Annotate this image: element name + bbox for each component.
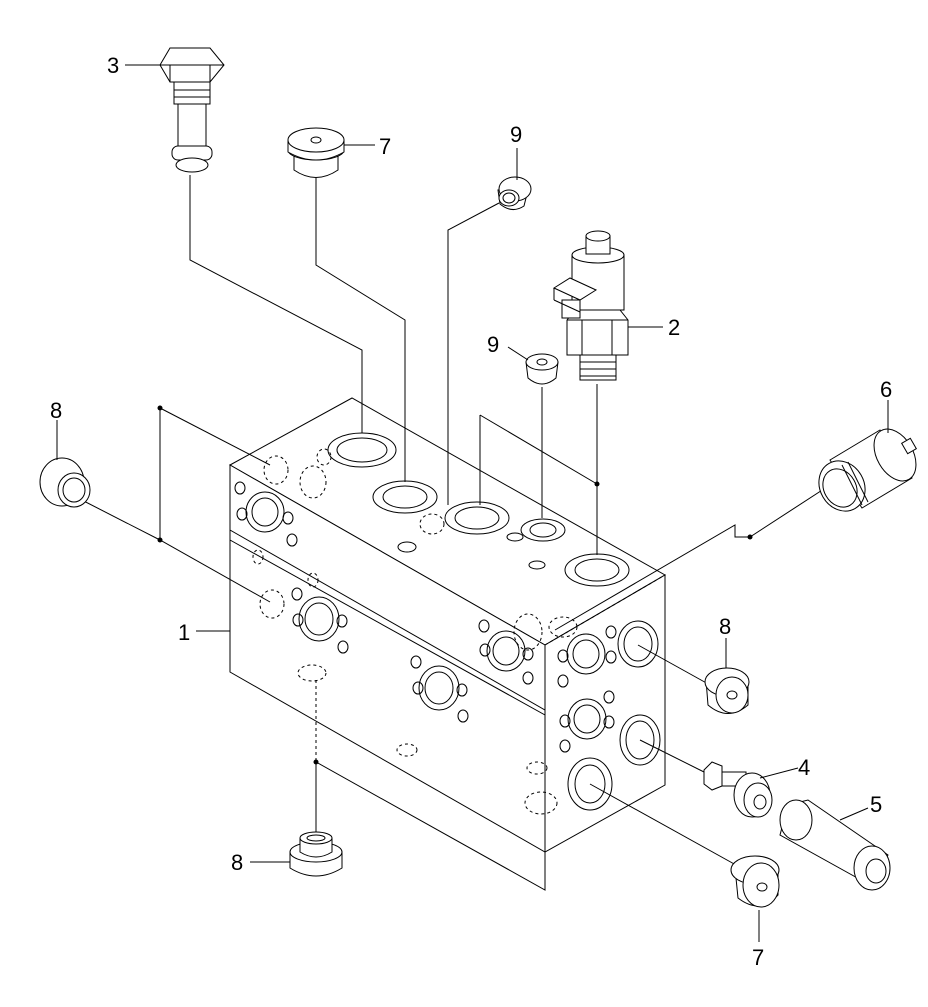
assembly-lines bbox=[71, 175, 831, 891]
callout-8-left: 8 bbox=[50, 398, 62, 423]
part-4-adjusting-screw bbox=[703, 761, 773, 818]
callout-3: 3 bbox=[107, 53, 119, 78]
callout-4: 4 bbox=[798, 755, 810, 780]
part-9-plug-mid bbox=[525, 353, 559, 385]
front-face-ports bbox=[252, 549, 558, 815]
part-3-relief-valve bbox=[159, 47, 225, 173]
part-8-plug-left bbox=[39, 457, 91, 508]
valve-block bbox=[228, 397, 667, 853]
part-6-fitting bbox=[818, 428, 918, 512]
callout-9-mid: 9 bbox=[487, 332, 499, 357]
callout-5: 5 bbox=[870, 792, 882, 817]
part-2-pressure-switch bbox=[552, 230, 629, 381]
callout-labels: 3 7 9 2 9 6 8 1 8 4 5 7 8 bbox=[50, 53, 892, 970]
callout-8-right: 8 bbox=[719, 614, 731, 639]
part-8-plug-bottom bbox=[289, 831, 343, 877]
part-7-plug-top bbox=[287, 127, 345, 178]
callout-9-top: 9 bbox=[510, 122, 522, 147]
upper-face-ports bbox=[234, 481, 543, 685]
callout-1: 1 bbox=[178, 620, 190, 645]
part-9-plug-top bbox=[497, 176, 532, 210]
part-8-plug-right bbox=[704, 667, 750, 714]
callout-7-bottom: 7 bbox=[752, 945, 764, 970]
callout-2: 2 bbox=[668, 315, 680, 340]
callout-7-top: 7 bbox=[379, 134, 391, 159]
callout-leaders bbox=[56, 64, 889, 942]
part-5-cylinder bbox=[779, 799, 891, 891]
callout-6: 6 bbox=[880, 377, 892, 402]
right-face-ports bbox=[548, 616, 661, 811]
callout-8-bottom: 8 bbox=[231, 850, 243, 875]
part-7-plug-bottom bbox=[730, 855, 780, 908]
